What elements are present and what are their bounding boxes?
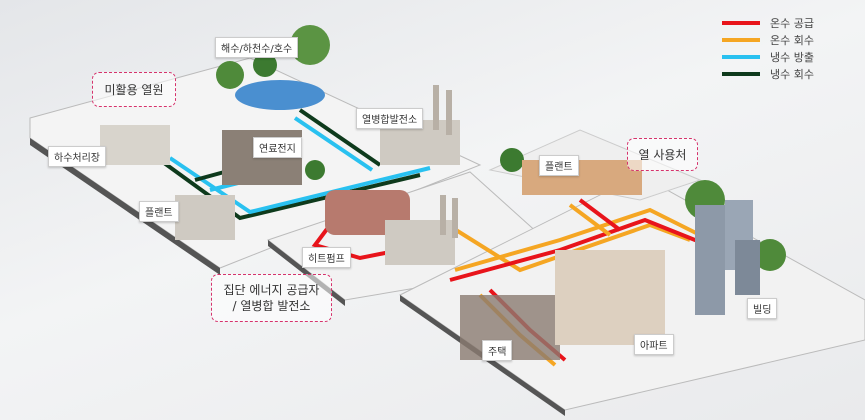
label-chp-plant: 열병합발전소: [356, 108, 424, 129]
legend-label: 온수 회수: [770, 33, 814, 47]
apartments: [555, 250, 665, 345]
group-heat-user: 열 사용처: [627, 138, 698, 171]
office-tower: [735, 240, 760, 295]
legend-item-hot-return: 온수 회수: [722, 31, 814, 48]
sewage-plant: [100, 125, 170, 165]
group-unused-heat: 미활용 열원: [92, 72, 176, 107]
chimney: [440, 195, 446, 235]
lake: [235, 80, 325, 110]
chimney: [452, 198, 458, 238]
label-building: 빌딩: [747, 298, 778, 319]
legend-swatch: [722, 37, 760, 42]
group-title: 미활용 열원: [104, 82, 164, 97]
legend: 온수 공급 온수 회수 냉수 방출 냉수 회수: [722, 14, 814, 82]
group-title: 집단 에너지 공급자: [223, 283, 320, 297]
legend-swatch: [722, 20, 760, 25]
legend-label: 냉수 방출: [770, 50, 814, 64]
plant-left: [175, 195, 235, 240]
label-heat-pump: 히트펌프: [302, 247, 351, 268]
group-title: 열 사용처: [638, 147, 687, 162]
tree: [216, 61, 244, 89]
group-subtitle: / 열병합 발전소: [232, 299, 311, 313]
label-fuel-cell: 연료전지: [253, 137, 302, 158]
legend-item-hot-supply: 온수 공급: [722, 14, 814, 31]
chimney: [433, 85, 439, 130]
legend-label: 온수 공급: [770, 16, 814, 30]
tree: [500, 148, 524, 172]
label-water: 해수/하천수/호수: [215, 37, 299, 58]
legend-item-cold-return: 냉수 회수: [722, 65, 814, 82]
group-supplier: 집단 에너지 공급자 / 열병합 발전소: [211, 274, 332, 322]
label-apartment: 아파트: [634, 334, 674, 355]
tree: [754, 239, 786, 271]
left-platform-edge: [30, 138, 220, 275]
label-sewage: 하수처리장: [48, 146, 106, 167]
label-plant-right: 플랜트: [539, 155, 579, 176]
tree: [305, 160, 325, 180]
legend-item-cold-discharge: 냉수 방출: [722, 48, 814, 65]
chimney: [446, 90, 452, 135]
label-plant-left: 플랜트: [139, 201, 179, 222]
tree: [253, 53, 277, 77]
legend-label: 냉수 회수: [770, 67, 814, 81]
legend-swatch: [722, 71, 760, 76]
tree: [290, 25, 330, 65]
legend-swatch: [722, 54, 760, 59]
label-house: 주택: [482, 340, 513, 361]
office-tower: [695, 205, 725, 315]
